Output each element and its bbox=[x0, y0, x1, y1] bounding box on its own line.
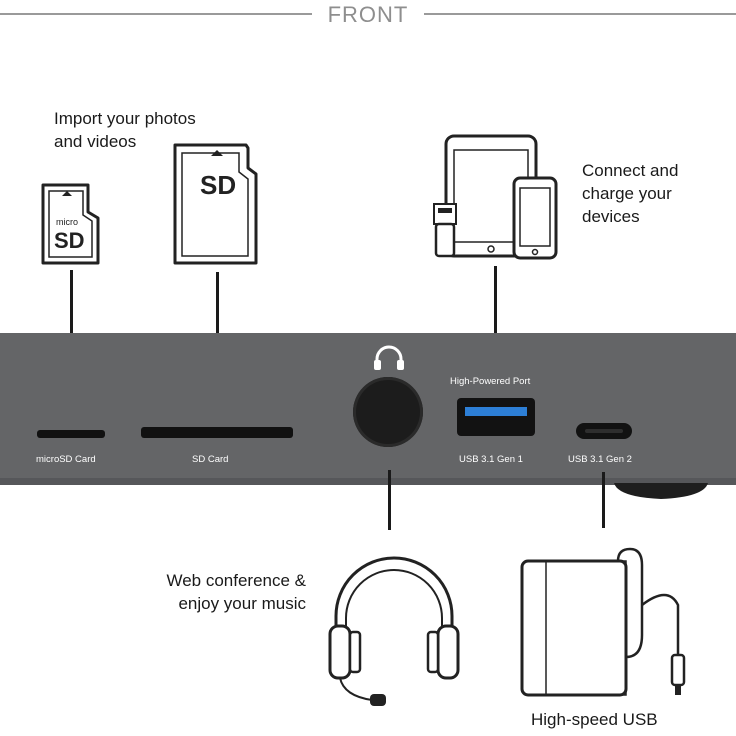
import-caption-line1: Import your photos bbox=[54, 109, 196, 128]
header-rule-left bbox=[0, 13, 312, 15]
highspeed-caption: High-speed USB bbox=[531, 710, 658, 729]
sd-card-icon: SD bbox=[173, 143, 258, 265]
devices-leader-line bbox=[494, 266, 497, 363]
usb-drive-device-icon bbox=[520, 547, 686, 697]
microsd-card-icon: micro SD bbox=[41, 183, 100, 265]
connect-caption-line3: devices bbox=[582, 207, 640, 226]
sd-slot[interactable] bbox=[141, 427, 293, 438]
sd-big-text: SD bbox=[200, 170, 236, 200]
page-title: FRONT bbox=[327, 2, 409, 27]
headset-icon bbox=[328, 556, 460, 706]
usb-a-port[interactable] bbox=[457, 398, 535, 436]
usb-a-blue-insert bbox=[465, 407, 527, 416]
microsd-small-text: micro bbox=[56, 217, 78, 227]
devices-icon bbox=[433, 134, 558, 260]
usb-c-port[interactable] bbox=[576, 423, 632, 439]
microsd-big-text: SD bbox=[54, 228, 85, 253]
usb-c-leader-line bbox=[602, 472, 605, 528]
web-caption-line1: Web conference & bbox=[166, 571, 306, 590]
dock-foot bbox=[614, 483, 708, 499]
web-caption: Web conference & enjoy your music bbox=[146, 569, 306, 615]
usb-c-port-label: USB 3.1 Gen 2 bbox=[568, 454, 632, 465]
dock-bottom-edge bbox=[0, 478, 736, 485]
audio-jack[interactable] bbox=[353, 377, 423, 447]
import-caption: Import your photos and videos bbox=[54, 107, 196, 153]
high-powered-port-label: High-Powered Port bbox=[450, 376, 531, 387]
connect-caption: Connect and charge your devices bbox=[582, 159, 678, 228]
connect-caption-line1: Connect and bbox=[582, 161, 679, 180]
headphone-icon bbox=[374, 345, 404, 370]
header-rule-right bbox=[424, 13, 736, 15]
microsd-slot[interactable] bbox=[37, 430, 105, 438]
sd-slot-label: SD Card bbox=[192, 454, 229, 465]
web-caption-line2: enjoy your music bbox=[178, 594, 306, 613]
audio-leader-line bbox=[388, 470, 391, 530]
usb-a-port-label: USB 3.1 Gen 1 bbox=[459, 454, 523, 465]
connect-caption-line2: charge your bbox=[582, 184, 672, 203]
import-caption-line2: and videos bbox=[54, 132, 137, 151]
microsd-slot-label: microSD Card bbox=[36, 454, 96, 465]
usb-c-tongue bbox=[585, 429, 623, 433]
